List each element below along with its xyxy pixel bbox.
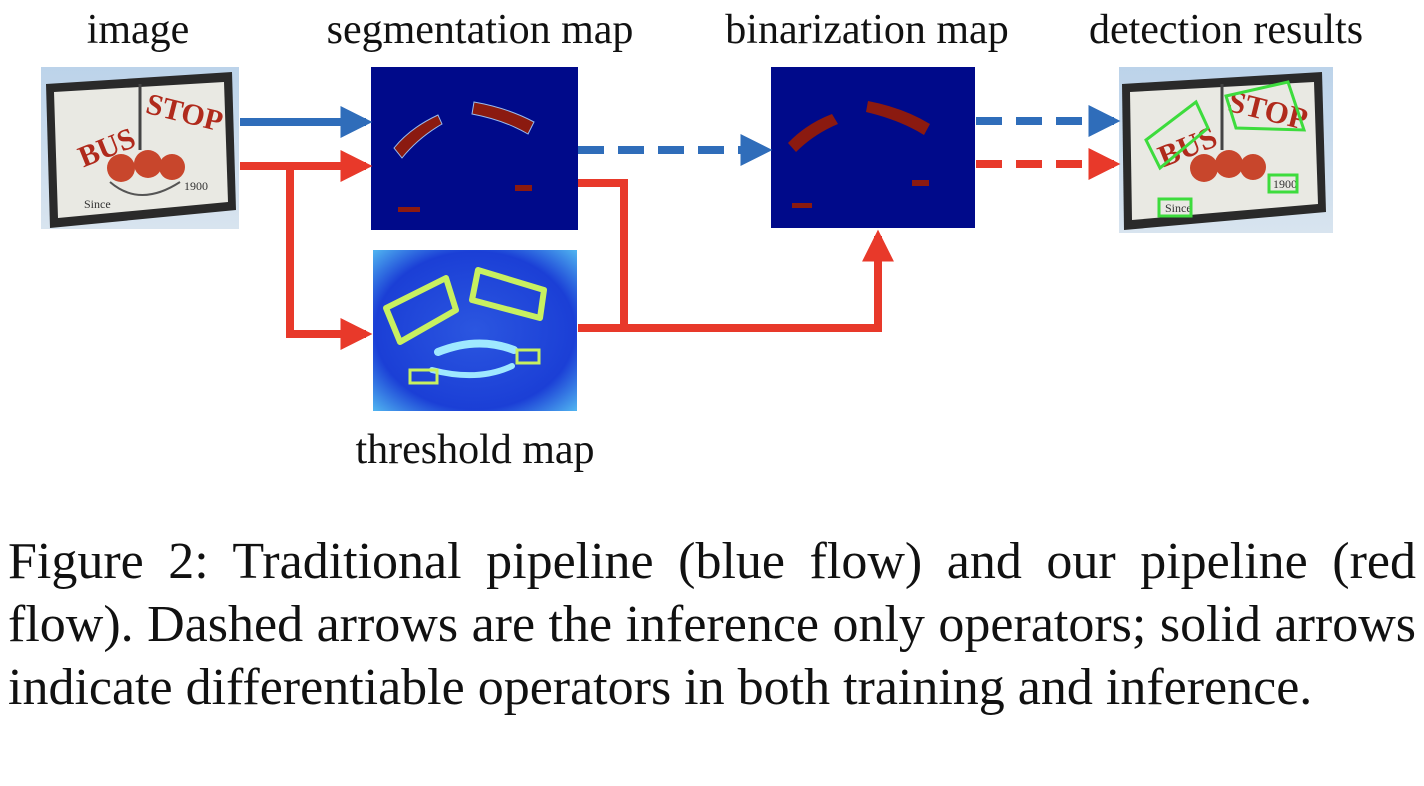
segmentation-map (371, 67, 578, 230)
sign-year-text: 1900 (184, 179, 208, 193)
detection-box-year (1267, 173, 1299, 194)
image-label: image (86, 7, 190, 53)
threshold-map-label: threshold map (355, 427, 595, 473)
detection-results-label: detection results (1088, 7, 1364, 53)
threshold-map (373, 250, 577, 411)
result-year-text: 1900 (1273, 177, 1297, 191)
detection-box-left (1144, 99, 1210, 171)
pipeline-diagram: BUS STOP Since 1900 (41, 67, 1333, 411)
binarization-map (771, 67, 975, 228)
figure-caption: Figure 2: Traditional pipeline (blue flo… (8, 533, 1416, 716)
result-since-text: Since (1165, 201, 1192, 215)
segmentation-map-label: segmentation map (326, 7, 634, 53)
input-image: BUS STOP Since 1900 (41, 67, 239, 229)
detection-box-since (1157, 197, 1193, 218)
red-arrow-threshold-to-binarization (578, 229, 894, 332)
red-line-segmentation-down (578, 179, 628, 328)
sign-since-text: Since (84, 197, 111, 211)
red-arrow-image-to-threshold (286, 166, 373, 350)
binarization-map-label: binarization map (725, 7, 1009, 53)
detection-results-image: BUS STOP Since 1900 (1119, 67, 1333, 233)
detection-box-right (1224, 80, 1307, 132)
